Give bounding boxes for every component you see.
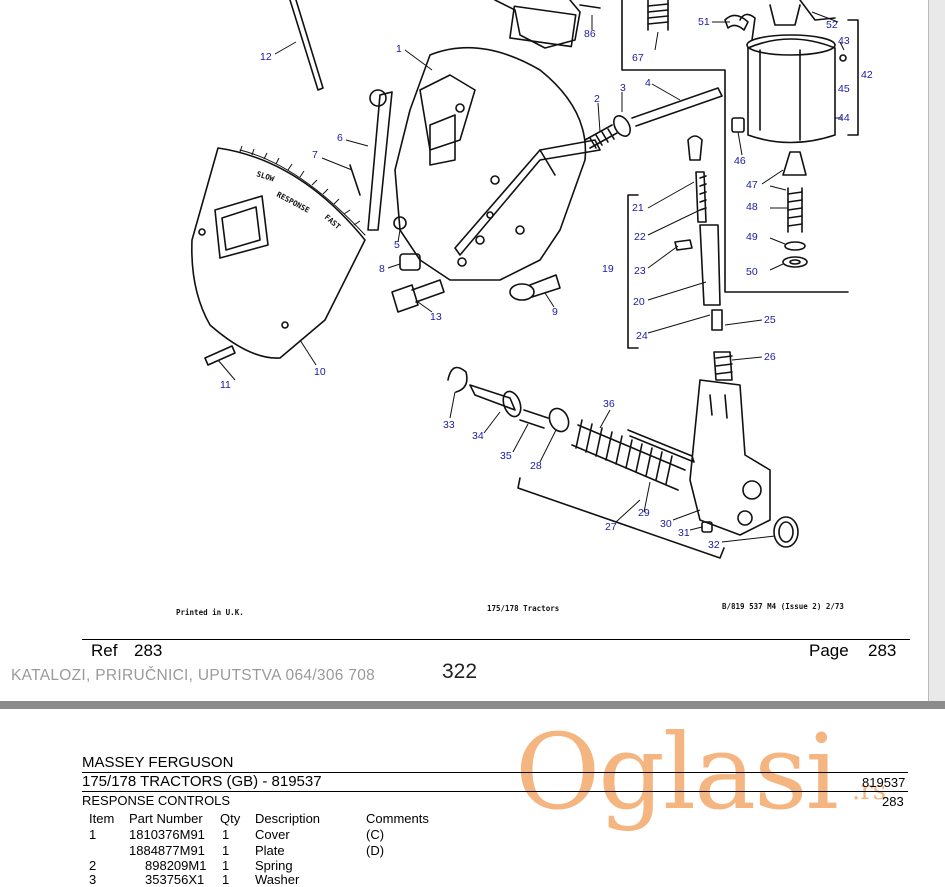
callout-34: 34	[472, 430, 484, 442]
callout-50: 50	[746, 266, 758, 278]
callout-67: 67	[632, 52, 644, 64]
callout-4: 4	[645, 77, 651, 89]
model-line: 175/178 TRACTORS (GB) - 819537	[82, 773, 322, 790]
row-qty: 1	[222, 827, 230, 842]
callout-24: 24	[636, 330, 648, 342]
model-code: 819537	[862, 775, 906, 790]
exploded-parts-diagram: SLOW RESPONSE FAST 1 2 3 4 5 6 7 8 9 10 …	[176, 0, 873, 617]
callout-48: 48	[746, 201, 758, 213]
printed-note: Printed in U.K.	[176, 608, 244, 617]
callout-31: 31	[678, 527, 690, 539]
page-value: 283	[868, 641, 897, 660]
row-part: 1810376M91	[129, 827, 205, 842]
callout-10: 10	[314, 366, 326, 378]
dial-label-slow: SLOW	[255, 169, 275, 183]
callout-6: 6	[337, 132, 343, 144]
row-desc: Washer	[255, 872, 300, 887]
callout-52: 52	[826, 19, 838, 31]
callout-44: 44	[838, 112, 850, 124]
callout-32: 32	[708, 539, 720, 551]
row-part: 1884877M91	[129, 843, 205, 858]
callout-21: 21	[632, 202, 644, 214]
dial-label-fast: FAST	[323, 213, 343, 232]
row-comments: (C)	[366, 827, 385, 842]
callout-13: 13	[430, 311, 442, 323]
callout-11: 11	[220, 379, 231, 391]
model-note: 175/178 Tractors	[487, 604, 559, 613]
callout-1: 1	[396, 43, 402, 55]
callout-23: 23	[634, 265, 646, 277]
callout-9: 9	[552, 306, 558, 318]
row-desc: Plate	[255, 843, 285, 858]
callout-45: 45	[838, 83, 850, 95]
callout-2: 2	[594, 93, 600, 105]
callout-27: 27	[605, 521, 617, 533]
callout-22: 22	[634, 231, 646, 243]
ref-label: Ref	[91, 641, 118, 660]
right-margin-strip	[928, 0, 945, 701]
dial-label-response: RESPONSE	[275, 190, 312, 215]
callout-46: 46	[734, 155, 746, 167]
row-qty: 1	[222, 843, 230, 858]
col-item: Item	[89, 811, 115, 826]
col-qty: Qty	[220, 811, 241, 826]
callout-30: 30	[660, 518, 672, 530]
callout-28: 28	[530, 460, 542, 472]
callout-25: 25	[764, 314, 776, 326]
callout-7: 7	[312, 149, 318, 161]
callout-29: 29	[638, 507, 650, 519]
callout-49: 49	[746, 231, 758, 243]
callout-5: 5	[394, 239, 400, 251]
callout-33: 33	[443, 419, 455, 431]
col-comments: Comments	[366, 811, 429, 826]
row-qty: 1	[222, 858, 230, 873]
callout-3: 3	[620, 82, 626, 94]
header-rule-1	[82, 772, 908, 773]
issue-note: B/819 537 M4 (Issue 2) 2/73	[722, 602, 844, 611]
row-comments: (D)	[366, 843, 385, 858]
callout-35: 35	[500, 450, 512, 462]
callout-26: 26	[764, 351, 776, 363]
ref-value: 283	[134, 641, 163, 660]
callout-47: 47	[746, 179, 758, 191]
row-desc: Spring	[255, 858, 293, 873]
row-part: 353756X1	[145, 872, 205, 887]
col-description: Description	[255, 811, 321, 826]
row-item: 1	[89, 827, 97, 842]
page-separator	[0, 701, 945, 709]
callout-51: 51	[698, 16, 710, 28]
callout-43: 43	[838, 35, 850, 47]
page-label: Page	[809, 641, 849, 660]
brand-title: MASSEY FERGUSON	[82, 754, 234, 771]
row-desc: Cover	[255, 827, 290, 842]
header-rule-2	[82, 791, 908, 792]
callout-42: 42	[861, 69, 873, 81]
callout-12: 12	[260, 51, 272, 63]
row-item: 3	[89, 872, 97, 887]
row-item: 2	[89, 858, 97, 873]
section-title: RESPONSE CONTROLS	[82, 793, 231, 808]
callout-86: 86	[584, 28, 596, 40]
row-qty: 1	[222, 872, 230, 887]
callout-19: 19	[602, 263, 614, 275]
ref-bar-top-rule	[82, 639, 910, 640]
callout-20: 20	[633, 296, 645, 308]
watermark-text: KATALOZI, PRIRUČNICI, UPUTSTVA 064/306 7…	[11, 667, 376, 684]
callout-8: 8	[379, 263, 385, 275]
col-part-number: Part Number	[129, 811, 203, 826]
page-number: 322	[442, 660, 478, 683]
row-part: 898209M1	[145, 858, 207, 873]
section-code: 283	[882, 794, 904, 809]
callout-36: 36	[603, 398, 615, 410]
